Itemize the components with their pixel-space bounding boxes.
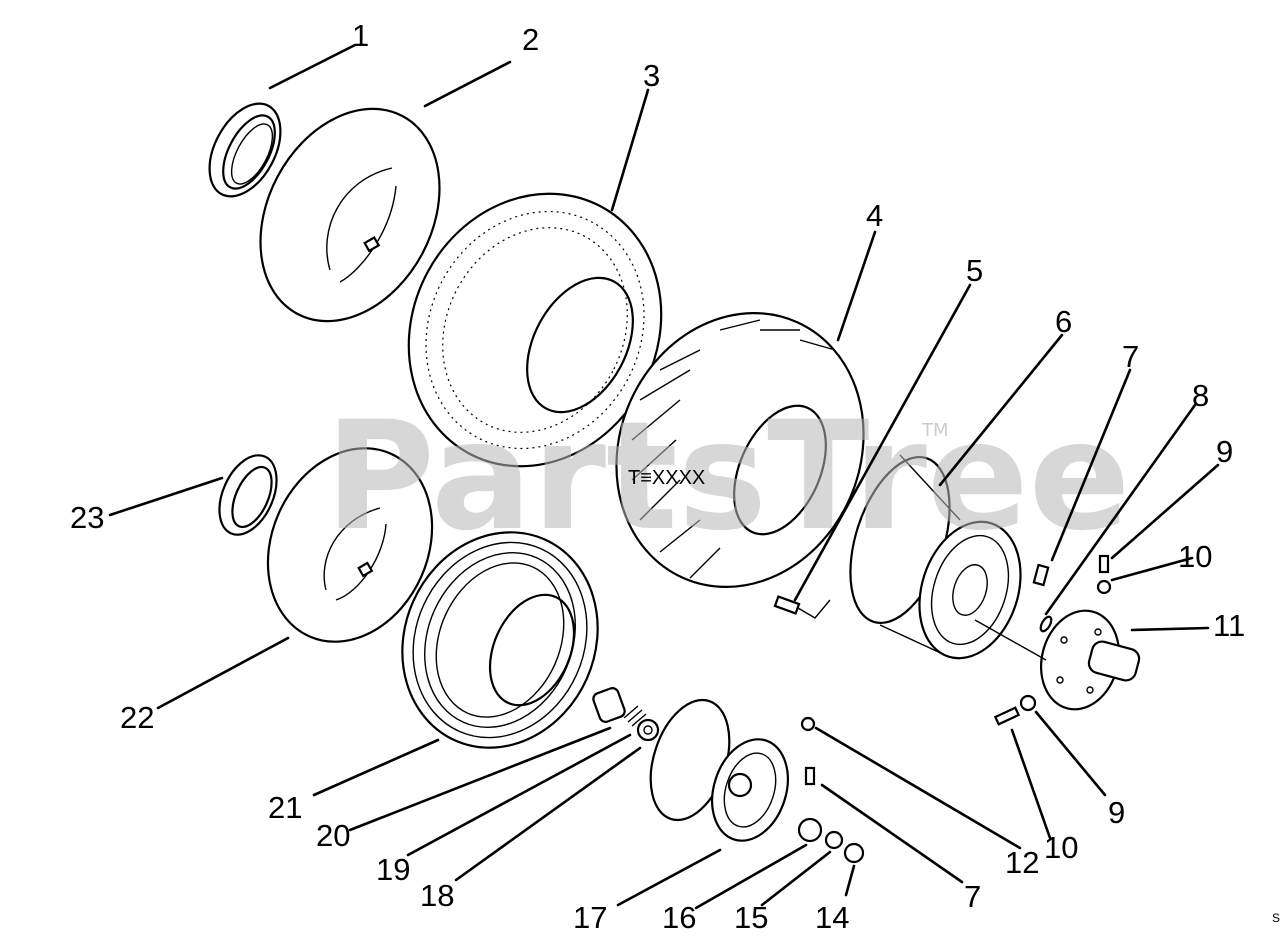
corner-mark: S [1272, 911, 1280, 925]
part-5-valve-stem[interactable] [773, 595, 831, 619]
callout-10-upper: 10 [1178, 539, 1212, 574]
callout-labels: 1 2 3 4 5 6 7 8 9 10 11 9 10 12 7 14 15 … [70, 18, 1245, 935]
part-22-inner-tube[interactable] [238, 422, 462, 668]
callout-5: 5 [966, 253, 983, 288]
callout-15: 15 [734, 900, 768, 935]
part-6-rear-wheel[interactable] [832, 445, 1038, 672]
part-19-spring[interactable] [623, 705, 647, 727]
callout-14: 14 [815, 900, 849, 935]
part-14-nut[interactable] [843, 842, 865, 864]
part-11-hub[interactable] [974, 602, 1141, 718]
callout-9-upper: 9 [1216, 434, 1233, 469]
watermark: PartsTree [325, 390, 1130, 564]
part-9-bolt-upper[interactable] [1098, 554, 1110, 574]
callout-7-lower: 7 [964, 879, 981, 914]
callout-1: 1 [352, 18, 369, 53]
callout-11: 11 [1213, 608, 1245, 643]
part-7-bolt-lower[interactable] [804, 766, 816, 786]
callout-3: 3 [643, 58, 660, 93]
watermark-trademark: TM [921, 420, 949, 441]
callout-18: 18 [420, 878, 454, 913]
part-15-washer[interactable] [824, 830, 844, 850]
callout-9-lower: 9 [1108, 795, 1125, 830]
callout-19: 19 [376, 852, 410, 887]
part-3-turf-tire[interactable] [362, 149, 709, 511]
part-12-grease-fitting[interactable] [800, 716, 816, 732]
callout-10-lower: 10 [1044, 830, 1078, 865]
part-4-lug-tire[interactable] [573, 273, 906, 626]
part-20-bushing[interactable] [592, 686, 627, 723]
callout-6: 6 [1055, 304, 1072, 339]
part-2-inner-tube[interactable] [225, 78, 475, 353]
callout-12: 12 [1005, 845, 1039, 880]
tire-size-code: T≡XXXX [628, 467, 705, 489]
part-21-ribbed-tire[interactable] [368, 501, 631, 779]
leader-lines [108, 43, 1220, 910]
part-17-front-wheel[interactable] [637, 690, 801, 851]
callout-23: 23 [70, 500, 104, 535]
part-18-washer[interactable] [636, 718, 660, 742]
part-9-nut-lower[interactable] [1019, 694, 1037, 712]
part-10-nut-upper[interactable] [1096, 579, 1112, 595]
callout-17: 17 [573, 900, 607, 935]
callout-16: 16 [662, 900, 696, 935]
callout-21: 21 [268, 790, 302, 825]
callout-22: 22 [120, 700, 154, 735]
part-8-key[interactable] [1039, 615, 1054, 633]
part-7-bolt-upper[interactable] [1032, 563, 1050, 587]
callout-20: 20 [316, 818, 350, 853]
callout-7-upper: 7 [1122, 339, 1139, 374]
part-16-bearing[interactable] [797, 817, 823, 843]
callout-4: 4 [866, 198, 883, 233]
callout-2: 2 [522, 22, 539, 57]
part-10-bolt-lower[interactable] [993, 706, 1021, 726]
part-23-rim-liner[interactable] [208, 446, 288, 543]
part-1-rim-liner[interactable] [195, 92, 295, 208]
callout-8: 8 [1192, 378, 1209, 413]
